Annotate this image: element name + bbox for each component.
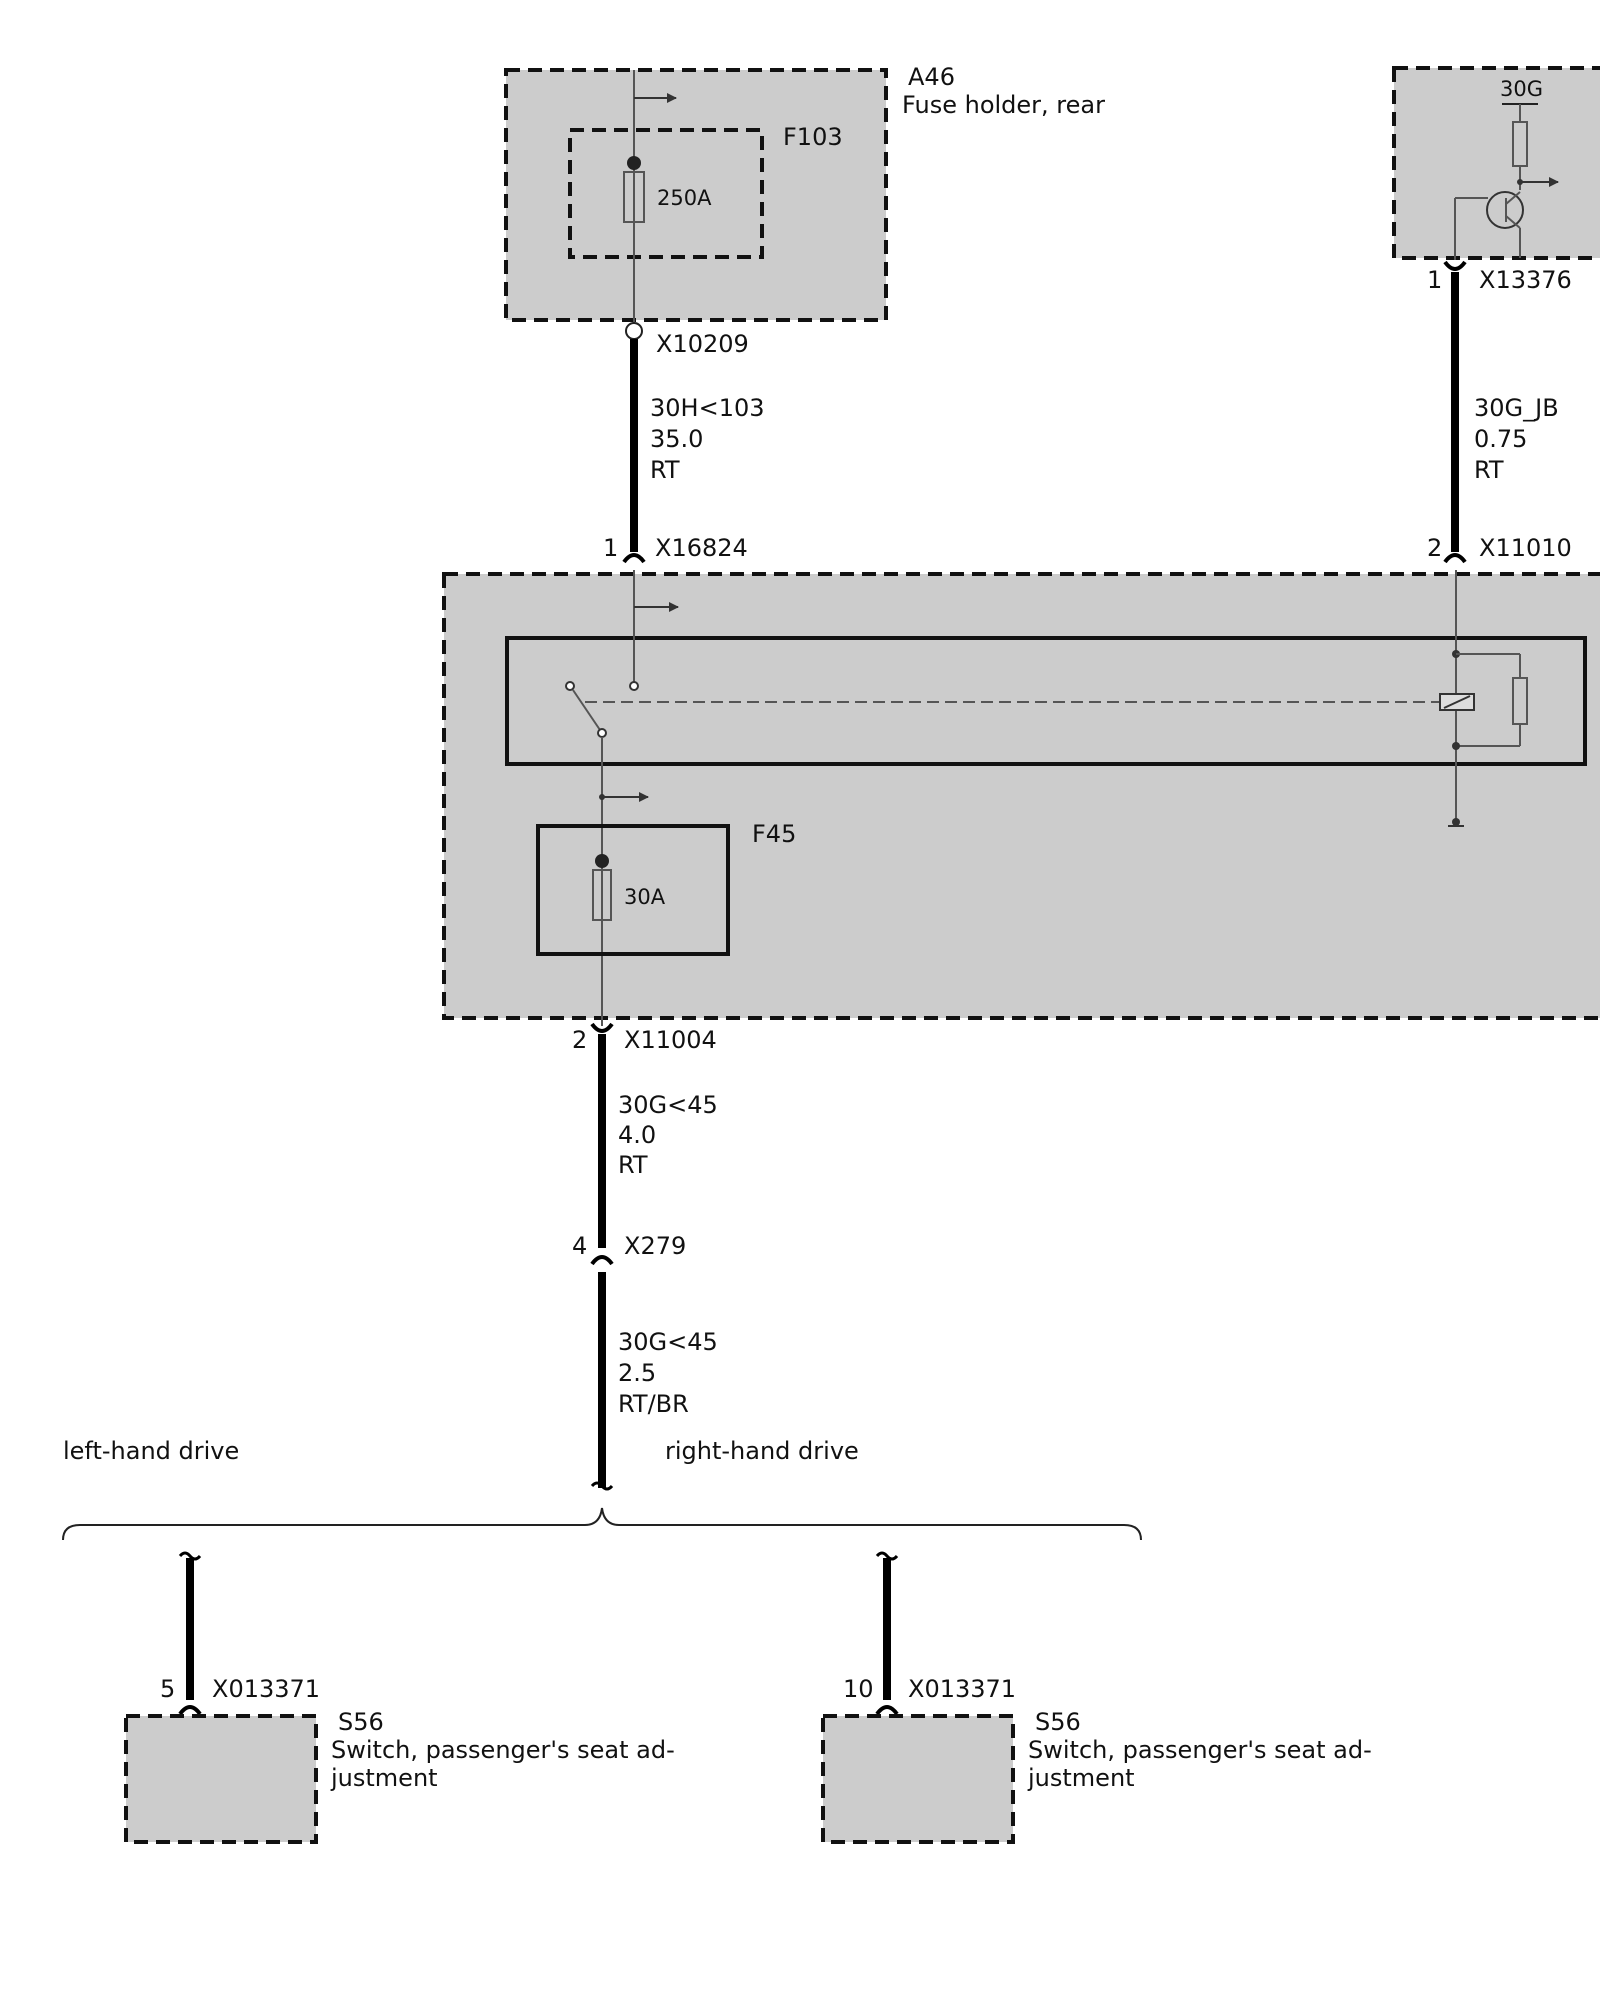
fuse-f45-box <box>536 824 730 956</box>
x279-pin: 4 <box>572 1232 587 1260</box>
w2-color: RT <box>1474 456 1504 484</box>
s56-rhd-name-1: Switch, passenger's seat ad- <box>1028 1736 1372 1764</box>
relay-box <box>505 636 1587 766</box>
x013371-rhd-label: X013371 <box>908 1675 1016 1703</box>
s56-lhd-name-1: Switch, passenger's seat ad- <box>331 1736 675 1764</box>
w4-size: 2.5 <box>618 1359 656 1387</box>
top-right-module <box>1392 66 1600 260</box>
top-right-terminal: 30G <box>1500 77 1543 101</box>
w1-signal: 30H<103 <box>650 394 765 422</box>
x279-label: X279 <box>624 1232 686 1260</box>
variant-rhd-label: right-hand drive <box>665 1437 859 1465</box>
w3-signal: 30G<45 <box>618 1091 718 1119</box>
w1-color: RT <box>650 456 680 484</box>
connector-pin-icon <box>590 1022 614 1033</box>
connector-pin-icon <box>1443 553 1467 564</box>
junction-box-module <box>442 570 1600 1026</box>
x16824-pin: 1 <box>603 534 618 562</box>
x10209-label: X10209 <box>656 330 749 358</box>
connector-pin-icon <box>178 1705 202 1716</box>
x013371-rhd-pin: 10 <box>843 1675 874 1703</box>
connector-pin-icon <box>590 1255 614 1266</box>
s56-rhd-name-2: justment <box>1027 1764 1135 1792</box>
connector-pin-icon <box>1443 260 1467 271</box>
a46-name: Fuse holder, rear <box>902 91 1105 119</box>
connector-pin-icon <box>625 322 643 340</box>
s56-lhd-id: S56 <box>338 1708 384 1736</box>
w3-color: RT <box>618 1151 648 1179</box>
wire-break-icon <box>590 1481 614 1491</box>
wire-break-icon <box>875 1551 899 1561</box>
s56-rhd-id: S56 <box>1035 1708 1081 1736</box>
w4-signal: 30G<45 <box>618 1328 718 1356</box>
fuse-f103-box <box>568 128 764 259</box>
switch-s56-lhd <box>124 1714 318 1844</box>
connector-pin-icon <box>622 553 646 564</box>
f103-id: F103 <box>783 123 843 151</box>
x013371-lhd-pin: 5 <box>160 1675 175 1703</box>
variant-lhd-label: left-hand drive <box>63 1437 239 1465</box>
transistor-icon <box>1486 191 1524 229</box>
f45-rating: 30A <box>624 885 666 909</box>
x11010-pin: 2 <box>1427 534 1442 562</box>
w2-signal: 30G_JB <box>1474 394 1559 422</box>
x13376-pin: 1 <box>1427 266 1442 294</box>
a46-id: A46 <box>908 63 955 91</box>
fuse-holder-a46 <box>504 68 888 340</box>
x11004-pin: 2 <box>572 1026 587 1054</box>
f45-id: F45 <box>752 820 796 848</box>
f103-rating: 250A <box>657 186 712 210</box>
w2-size: 0.75 <box>1474 425 1527 453</box>
x11004-label: X11004 <box>624 1026 717 1054</box>
w1-size: 35.0 <box>650 425 703 453</box>
connector-pin-icon <box>875 1705 899 1716</box>
w3-size: 4.0 <box>618 1121 656 1149</box>
x16824-label: X16824 <box>655 534 748 562</box>
x11010-label: X11010 <box>1479 534 1572 562</box>
x013371-lhd-label: X013371 <box>212 1675 320 1703</box>
wire-break-icon <box>178 1551 202 1561</box>
x13376-label: X13376 <box>1479 266 1572 294</box>
relay-switch-icon <box>572 689 601 731</box>
fuse-symbol-icon <box>623 171 645 223</box>
switch-s56-rhd <box>821 1714 1015 1844</box>
s56-lhd-name-2: justment <box>330 1764 438 1792</box>
fuse-symbol-icon <box>592 869 612 921</box>
w4-color: RT/BR <box>618 1390 689 1418</box>
variant-brace <box>62 1507 1142 1541</box>
